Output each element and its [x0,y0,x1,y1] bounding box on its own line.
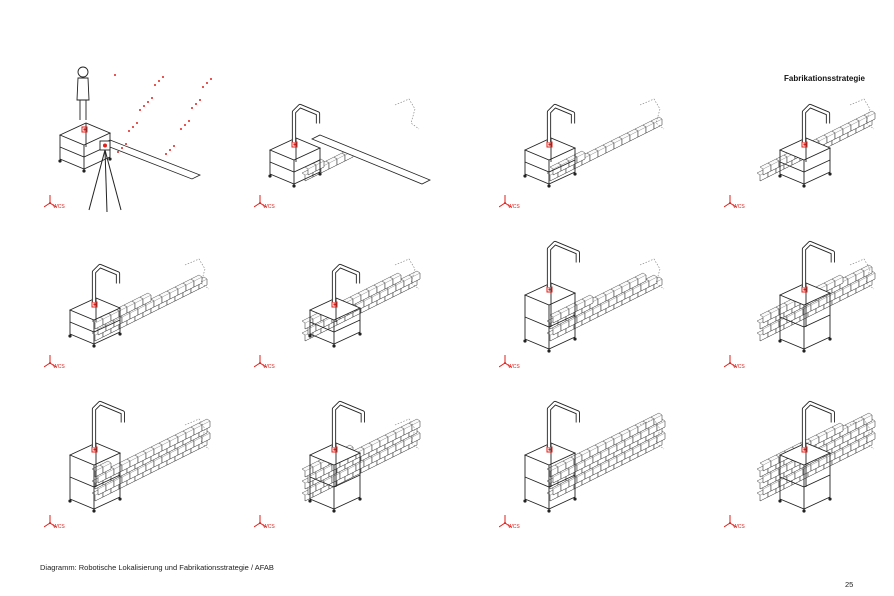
robot-station [523,137,577,188]
page-number: 25 [845,580,854,589]
robot-arm [331,263,361,302]
diagram-panel-step-03 [720,65,894,225]
wcs-axis-icon: WCS [499,513,523,535]
floor-plank [311,134,431,185]
wcs-axis-icon: WCS [724,353,748,375]
robot-station [523,282,577,353]
robot-arm [546,240,580,287]
robot-arm [91,263,121,302]
wcs-label: WCS [733,204,745,210]
target-outline [184,258,210,290]
target-outline [849,98,875,130]
wcs-label: WCS [53,204,65,210]
robot-station [68,297,122,348]
target-outline [849,258,875,290]
robot-arm [91,400,125,447]
target-outline [639,258,665,290]
robot-station [778,282,832,353]
target-outline [849,418,875,450]
wcs-label: WCS [508,204,520,210]
wcs-axis-icon: WCS [44,353,68,375]
wcs-label: WCS [508,524,520,530]
robot-station [58,122,112,173]
robot-station [523,442,577,513]
robot-arm [801,240,835,287]
floor-plank [101,139,201,180]
laser-tracker [88,140,122,213]
measurement-points [114,74,212,155]
diagram-panel-step-08 [40,385,240,545]
robot-arm [291,103,321,142]
robot-station [778,137,832,188]
robot-arm [331,400,365,447]
wcs-label: WCS [263,204,275,210]
wcs-axis-icon: WCS [724,193,748,215]
robot-arm [546,400,580,447]
robot-arm [801,400,835,447]
brick-wall [546,412,666,502]
robot-station [68,442,122,513]
wcs-axis-icon: WCS [254,353,278,375]
robot-station [308,297,362,348]
diagram-panel-step-07 [720,225,894,385]
diagram-panel-step-11 [720,385,894,545]
brick-wall [301,418,421,502]
brick-wall [91,418,211,502]
diagram-panel-step-09 [250,385,450,545]
diagram-panel-step-02 [495,65,695,225]
operator-figure [76,66,90,120]
wcs-axis-icon: WCS [44,513,68,535]
diagram-panel-step-01 [250,65,450,225]
wcs-axis-icon: WCS [499,353,523,375]
robot-station [308,442,362,513]
diagram-panel-localisation [40,65,240,225]
wcs-axis-icon: WCS [499,193,523,215]
target-outline [639,98,665,130]
brick-wall [756,264,876,342]
diagram-panel-step-06 [495,225,695,385]
robot-arm [546,103,576,142]
robot-arm [801,103,831,142]
brick-wall [546,116,663,182]
wcs-label: WCS [733,524,745,530]
wcs-axis-icon: WCS [724,513,748,535]
wcs-label: WCS [263,364,275,370]
wcs-axis-icon: WCS [254,513,278,535]
target-outline [639,418,665,450]
target-outline [394,418,420,450]
wcs-axis-icon: WCS [44,193,68,215]
diagram-panel-step-10 [495,385,695,545]
wcs-axis-icon: WCS [254,193,278,215]
section-title: Fabrikationsstrategie [784,74,865,83]
robot-station [268,137,322,188]
wcs-label: WCS [508,364,520,370]
target-outline [184,418,210,450]
target-outline [394,98,420,130]
robot-station [778,442,832,513]
wcs-label: WCS [733,364,745,370]
wcs-label: WCS [53,364,65,370]
diagram-panel-step-05 [250,225,450,385]
wcs-label: WCS [53,524,65,530]
brick-wall [91,274,208,342]
brick-wall [756,412,876,502]
target-outline [394,258,420,290]
wcs-label: WCS [263,524,275,530]
figure-caption: Diagramm: Robotische Lokalisierung und F… [40,563,274,572]
diagram-panel-step-04 [40,225,240,385]
brick-wall [546,272,663,342]
